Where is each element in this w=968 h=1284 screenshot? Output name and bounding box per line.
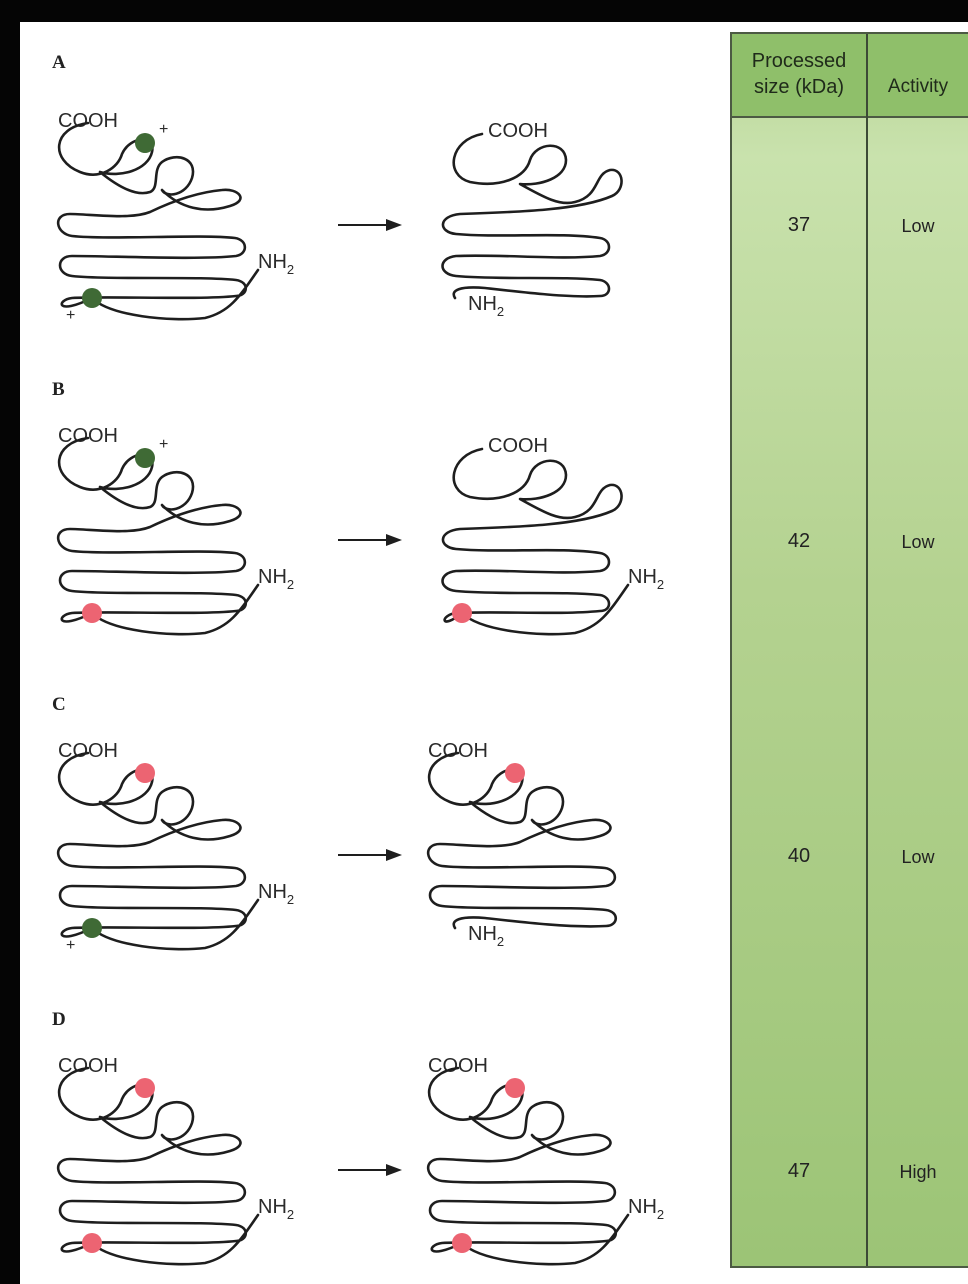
size-cell: 40: [732, 845, 866, 868]
panel-c: C COOH NH2 + COOH NH2: [52, 694, 616, 954]
full-length-protein-b: COOH NH2 +: [58, 425, 294, 634]
full-length-protein-a: COOH NH2 + +: [58, 110, 294, 324]
nh2-label: NH2: [628, 1196, 664, 1222]
cooh-label: COOH: [488, 435, 548, 457]
neutral-residue-marker: [505, 1078, 525, 1098]
neutral-residue-marker: [452, 1233, 472, 1253]
neutral-residue-marker: [82, 1233, 102, 1253]
header-processed-size: Processed size (kDa): [732, 48, 866, 100]
size-cell: 42: [732, 530, 866, 553]
processed-protein-c: COOH NH2: [428, 740, 616, 949]
neutral-residue-marker: [135, 763, 155, 783]
cooh-label: COOH: [58, 740, 118, 762]
arrow-head: [386, 849, 402, 861]
plus-sign: +: [159, 121, 168, 138]
charged-residue-marker: [82, 918, 102, 938]
arrow-head: [386, 219, 402, 231]
activity-cell: Low: [868, 532, 968, 553]
neutral-residue-marker: [452, 603, 472, 623]
full-length-protein-c: COOH NH2 +: [58, 740, 294, 954]
arrow-head: [386, 534, 402, 546]
size-cell: 47: [732, 1160, 866, 1183]
header-line: Processed: [732, 48, 866, 74]
processed-protein-b: COOH NH2: [443, 435, 665, 634]
activity-cell: Low: [868, 216, 968, 237]
activity-cell: High: [868, 1162, 968, 1183]
neutral-residue-marker: [135, 1078, 155, 1098]
processed-chain: [443, 449, 629, 634]
charged-residue-marker: [135, 448, 155, 468]
panel-b: B COOH NH2 + COOH NH2: [52, 379, 664, 634]
cooh-label: COOH: [428, 740, 488, 762]
panel-d: D COOH NH2 COOH NH2: [52, 1009, 664, 1264]
processed-chain: [443, 134, 622, 298]
header-activity: Activity: [868, 76, 968, 98]
results-table: Processed size (kDa) Activity 37 Low 42 …: [730, 32, 968, 1268]
neutral-residue-marker: [82, 603, 102, 623]
panel-letter-a: A: [52, 52, 66, 73]
panel-a: A COOH NH2 + + COOH NH2: [52, 52, 622, 324]
plus-sign: +: [66, 937, 75, 954]
nh2-label: NH2: [468, 293, 504, 319]
folding-diagram: A COOH NH2 + + COOH NH2 B COOH NH2 +: [0, 0, 730, 1284]
size-cell: 37: [732, 214, 866, 237]
nh2-label: NH2: [258, 251, 294, 277]
panel-letter-d: D: [52, 1009, 66, 1030]
cooh-label: COOH: [58, 110, 118, 132]
processed-protein-d: COOH NH2: [428, 1055, 664, 1264]
panel-letter-b: B: [52, 379, 65, 400]
full-length-protein-d: COOH NH2: [58, 1055, 294, 1264]
plus-sign: +: [159, 436, 168, 453]
cooh-label: COOH: [58, 425, 118, 447]
activity-cell: Low: [868, 847, 968, 868]
neutral-residue-marker: [505, 763, 525, 783]
nh2-label: NH2: [628, 566, 664, 592]
nh2-label: NH2: [258, 566, 294, 592]
cooh-label: COOH: [58, 1055, 118, 1077]
panel-letter-c: C: [52, 694, 66, 715]
charged-residue-marker: [135, 133, 155, 153]
nh2-label: NH2: [468, 923, 504, 949]
arrow-head: [386, 1164, 402, 1176]
plus-sign: +: [66, 307, 75, 324]
cooh-label: COOH: [428, 1055, 488, 1077]
header-line: size (kDa): [732, 74, 866, 100]
cooh-label: COOH: [488, 120, 548, 142]
processed-protein-a: COOH NH2: [443, 120, 622, 319]
charged-residue-marker: [82, 288, 102, 308]
nh2-label: NH2: [258, 881, 294, 907]
nh2-label: NH2: [258, 1196, 294, 1222]
